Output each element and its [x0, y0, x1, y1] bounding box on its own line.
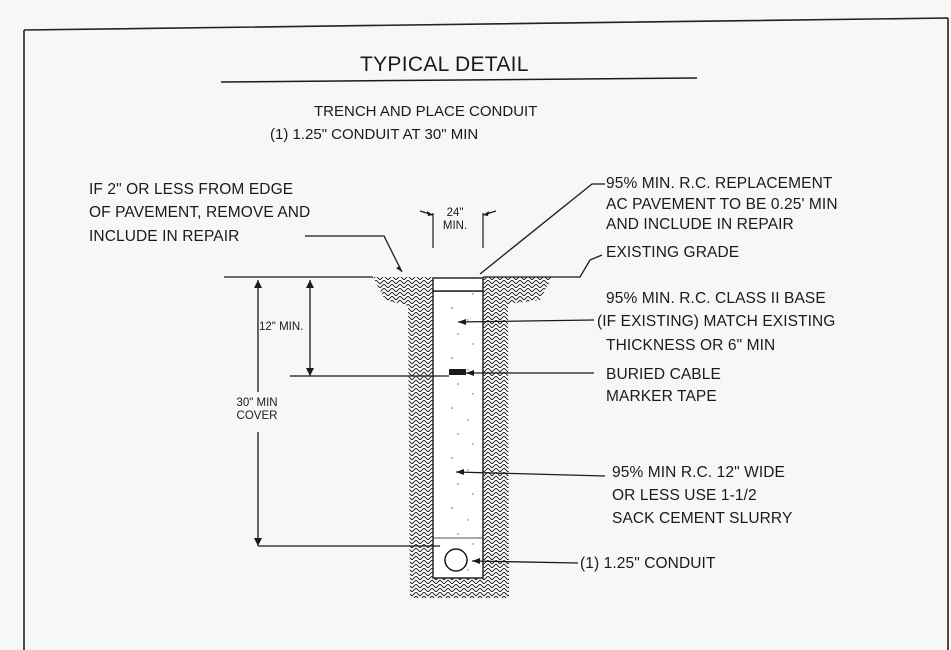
soil-hatch [373, 277, 552, 598]
existing-grade-line [224, 254, 603, 278]
class-ii-base-line-3: THICKNESS OR 6" MIN [606, 337, 776, 354]
title-underline [220, 77, 698, 83]
width-dim-value: 24" [446, 207, 464, 219]
ac-pavement-line-1: 95% MIN. R.C. REPLACEMENT [606, 175, 833, 192]
left-note-line-1: IF 2" OR LESS FROM EDGE [89, 181, 294, 198]
page-title: TYPICAL DETAIL [360, 53, 529, 76]
slurry-line-3: SACK CEMENT SLURRY [612, 510, 793, 527]
trench-backfill [432, 290, 484, 579]
slurry-line-2: OR LESS USE 1-1/2 [612, 487, 757, 504]
subtitle-line-1: TRENCH AND PLACE CONDUIT [314, 103, 538, 120]
conduit-pipe [444, 548, 468, 572]
marker-tape-line-2: MARKER TAPE [606, 388, 717, 405]
cover-30-line-1: 30" MIN [236, 397, 278, 409]
slurry-line-1: 95% MIN R.C. 12" WIDE [612, 464, 785, 481]
left-note-line-2: OF PAVEMENT, REMOVE AND [89, 204, 311, 221]
cover-30-line-2: COVER [236, 410, 278, 422]
left-note-line-3: INCLUDE IN REPAIR [89, 228, 240, 245]
width-dim-label: MIN. [442, 220, 468, 232]
class-ii-base-line-1: 95% MIN. R.C. CLASS II BASE [606, 290, 826, 307]
ac-pavement-line-2: AC PAVEMENT TO BE 0.25' MIN [606, 196, 838, 213]
conduit-label: (1) 1.25" CONDUIT [580, 555, 716, 572]
marker-tape [449, 369, 466, 375]
depth-12-min-label: 12" MIN. [259, 321, 304, 333]
existing-grade-label: EXISTING GRADE [606, 244, 740, 261]
class-ii-base-line-2: (IF EXISTING) MATCH EXISTING [597, 313, 836, 330]
marker-tape-line-1: BURIED CABLE [606, 366, 721, 383]
ac-pavement-line-3: AND INCLUDE IN REPAIR [606, 216, 794, 233]
subtitle-line-2: (1) 1.25" CONDUIT AT 30" MIN [270, 126, 479, 143]
ac-pavement-cap [432, 277, 484, 292]
sheet-border [23, 17, 949, 650]
